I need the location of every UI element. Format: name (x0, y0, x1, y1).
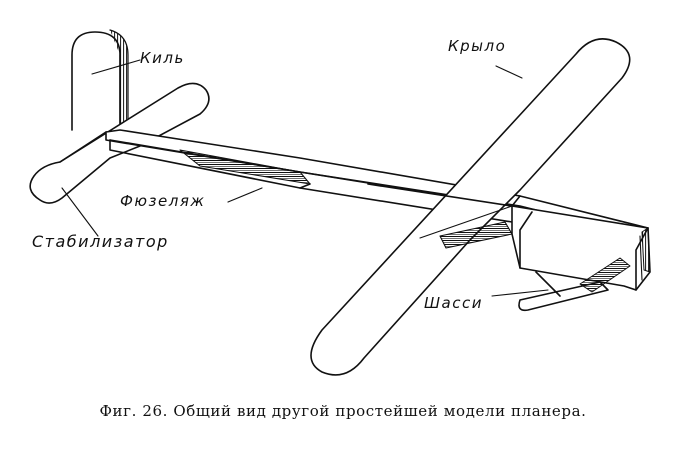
chassis-label: Шасси (424, 294, 483, 312)
wing-leader (495, 65, 523, 79)
fuselage-leader (227, 187, 263, 203)
wing-shape (310, 38, 631, 376)
chassis-shape (511, 205, 651, 312)
fuselage-label: Фюзеляж (120, 192, 206, 210)
figure-caption: Фиг. 26. Общий вид другой простейшей мод… (99, 402, 587, 420)
leader-lines (61, 59, 549, 297)
fin-shape (71, 29, 129, 133)
chassis-leader (491, 289, 549, 297)
stabilizer-label: Стабилизатор (32, 232, 169, 251)
wing-label: Крыло (448, 37, 507, 55)
stabilizer-shape (29, 82, 210, 204)
fin-leader (91, 59, 141, 75)
stabilizer-leader (61, 187, 99, 237)
fin-label: Киль (140, 49, 185, 67)
